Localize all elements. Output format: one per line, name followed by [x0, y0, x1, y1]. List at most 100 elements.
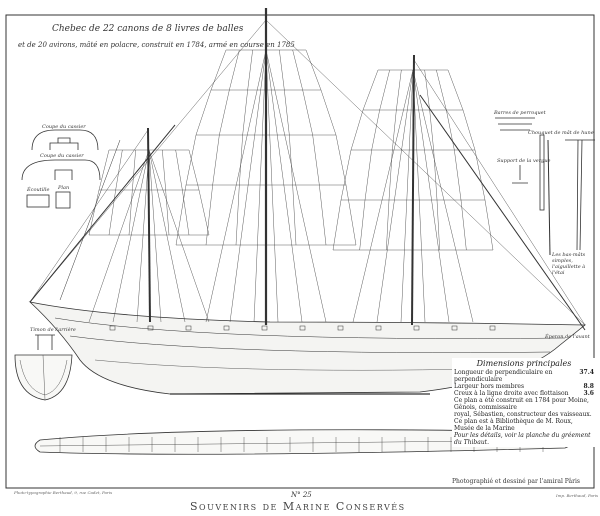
sail-line — [364, 149, 372, 201]
sail-line — [362, 69, 379, 111]
sail-line — [302, 89, 313, 136]
sail-line — [188, 149, 200, 191]
sail-line — [165, 189, 170, 236]
gun-port — [375, 325, 382, 331]
sail-line — [205, 184, 213, 246]
shroud — [148, 149, 186, 323]
gun-port — [337, 325, 344, 331]
label-hatch: Écoutille — [27, 187, 50, 193]
shroud — [265, 49, 327, 323]
sail-line — [371, 109, 380, 151]
sail-line — [386, 199, 390, 251]
label-plan: Plan — [58, 185, 70, 191]
dimension-value: 37.4 — [579, 369, 594, 376]
shroud — [352, 69, 414, 323]
shroud — [412, 69, 426, 323]
printer-credit: Imp. Berthaud, Paris — [556, 493, 599, 498]
sail-line — [175, 184, 187, 246]
shroud — [148, 149, 162, 323]
sail-line — [128, 189, 133, 236]
dimensions-block: Dimensions principales Longueur de perpe… — [452, 358, 596, 447]
dimension-label: Longueur de perpendiculaire en perpendic… — [454, 369, 553, 383]
gun-port — [109, 325, 116, 331]
sail-line — [429, 109, 434, 151]
sail-line — [305, 49, 322, 91]
gun-port — [147, 325, 154, 331]
shroud — [229, 49, 267, 323]
gun-port — [451, 325, 458, 331]
sail-line — [359, 199, 366, 251]
dimension-note: royal, Sébastien, constructeur des vaiss… — [454, 411, 592, 418]
dimension-row: Longueur de perpendiculaire en perpendic… — [454, 369, 594, 383]
sail-line — [388, 149, 393, 201]
lateen-yard-aft — [419, 94, 586, 331]
shroud — [376, 69, 414, 323]
shroud — [253, 49, 267, 323]
sail-line — [350, 109, 364, 151]
label-bow: Éperon de l'avant — [545, 334, 590, 340]
shroud — [136, 149, 150, 323]
sail-line — [219, 89, 230, 136]
dimension-label: Creux à la ligne droite avec flottaison — [454, 390, 569, 397]
yoke-detail — [565, 139, 595, 251]
shroud — [88, 149, 150, 323]
sail-line — [98, 149, 110, 191]
shroud — [265, 49, 279, 323]
stay — [29, 19, 267, 303]
gun-port — [299, 325, 306, 331]
gun-port — [185, 325, 192, 331]
plate-number: N° 25 — [291, 491, 312, 499]
label-mast-cap: Chouquet de mât de hune — [528, 130, 594, 136]
sail-line — [332, 199, 342, 251]
cassier-section-2 — [21, 159, 101, 181]
sail-line — [242, 89, 248, 136]
sail-line — [182, 189, 190, 236]
title-line-2: et de 20 avirons, mâté en polacre, const… — [18, 41, 295, 49]
sail-line — [292, 184, 297, 246]
stay — [29, 129, 149, 303]
sail-line — [132, 149, 136, 191]
label-yoke: Support de la vergue — [497, 158, 551, 164]
sail-line — [340, 149, 352, 201]
gun-port — [261, 325, 268, 331]
yard-support-detail — [512, 165, 528, 184]
sail-line — [198, 189, 210, 236]
plan-detail — [55, 191, 71, 209]
sail-line — [474, 149, 486, 201]
stay — [265, 19, 586, 326]
sail-line — [115, 149, 123, 191]
right-credit: Photographié et dessiné par l'amiral Pâr… — [452, 478, 580, 485]
deck-plan — [34, 429, 576, 455]
sail-line — [335, 134, 347, 186]
sail-line — [210, 49, 227, 91]
hull-profile — [28, 301, 587, 395]
shroud — [400, 69, 414, 323]
lateen-yard-fore — [29, 124, 176, 303]
sail-line — [212, 134, 220, 186]
sail-line — [185, 134, 197, 186]
sail-line — [162, 149, 166, 191]
sail-line — [447, 69, 464, 111]
sail-line — [175, 149, 183, 191]
sail-line — [292, 49, 303, 91]
left-credit: Photo-typographie Berthaud, 9, rue Cadet… — [14, 490, 113, 495]
sail-line — [239, 134, 243, 186]
mast-cap-detail — [539, 134, 545, 211]
sail-line — [320, 89, 337, 136]
dimension-footer: Pour les détails, voir la planche du gré… — [454, 432, 591, 446]
sail-line — [279, 49, 285, 91]
sail-line — [446, 109, 455, 151]
dimension-value: 3.6 — [583, 390, 594, 397]
sail-line — [424, 69, 430, 111]
shroud — [412, 69, 450, 323]
sail-line — [379, 69, 390, 111]
sail-line — [396, 69, 402, 111]
dimension-note: Ce plan a été construit en 1784 pour Moi… — [454, 397, 589, 411]
shroud — [412, 69, 474, 323]
label-yard-note: Les bas-mâts simples, l'aiguillette à l'… — [552, 252, 586, 276]
sail-line — [345, 184, 357, 246]
sail-line — [247, 49, 253, 91]
sail-line — [229, 49, 240, 91]
